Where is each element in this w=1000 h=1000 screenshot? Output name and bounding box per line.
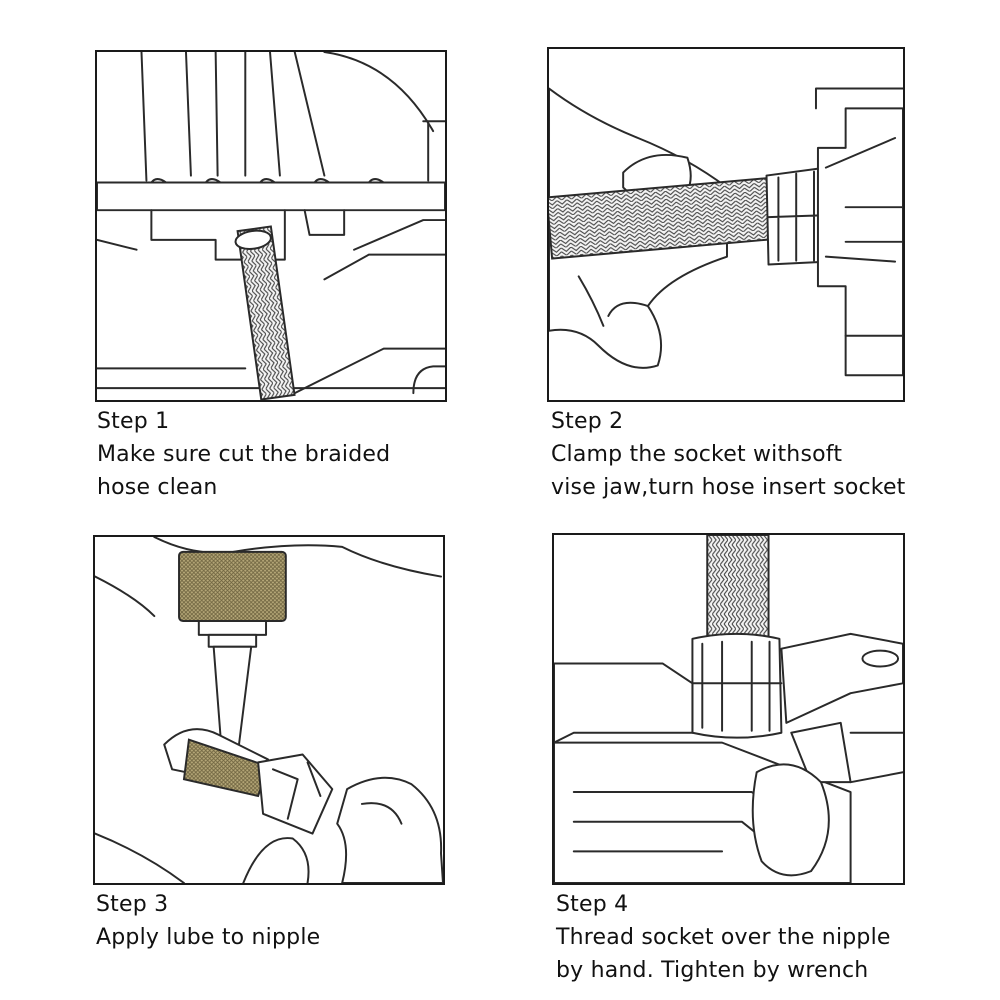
step-3-illustration bbox=[93, 535, 445, 885]
step-1-caption: Step 1 Make sure cut the braided hose cl… bbox=[97, 405, 390, 504]
lube-nipple-drawing bbox=[95, 537, 443, 883]
step-2-title: Step 2 bbox=[551, 409, 624, 434]
step-4-text-line-2: by hand. Tighten by wrench bbox=[556, 958, 869, 983]
cut-hose-drawing bbox=[97, 52, 445, 400]
step-4-title: Step 4 bbox=[556, 892, 629, 917]
step-2-text-line-1: Clamp the socket withsoft bbox=[551, 442, 843, 467]
thread-socket-drawing bbox=[554, 535, 903, 883]
step-3-text-line-1: Apply lube to nipple bbox=[96, 925, 321, 950]
step-2-illustration bbox=[547, 47, 905, 402]
step-3-title: Step 3 bbox=[96, 892, 169, 917]
step-3-caption: Step 3 Apply lube to nipple bbox=[96, 888, 320, 954]
step-4-illustration bbox=[552, 533, 905, 885]
step-1-text-line-2: hose clean bbox=[97, 475, 218, 500]
step-1-text-line-1: Make sure cut the braided bbox=[97, 442, 391, 467]
step-4-caption: Step 4 Thread socket over the nipple by … bbox=[556, 888, 891, 987]
step-1-title: Step 1 bbox=[97, 409, 170, 434]
step-2-text-line-2: vise jaw,turn hose insert socket bbox=[551, 475, 906, 500]
step-4-text-line-1: Thread socket over the nipple bbox=[556, 925, 891, 950]
vise-socket-drawing bbox=[549, 87, 903, 377]
step-1-illustration bbox=[95, 50, 447, 402]
step-2-caption: Step 2 Clamp the socket withsoft vise ja… bbox=[551, 405, 906, 504]
